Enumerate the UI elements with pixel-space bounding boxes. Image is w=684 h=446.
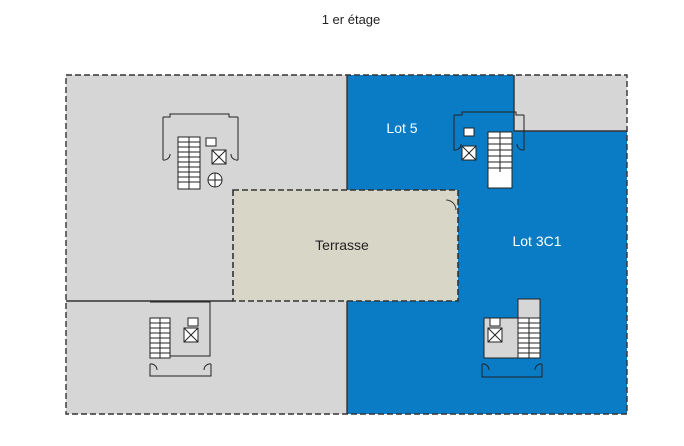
- core-sud-ouest: [150, 302, 211, 376]
- door-icon: [454, 115, 461, 150]
- toilet-icon: [188, 318, 198, 326]
- door-icon: [150, 364, 157, 370]
- walls: [65, 74, 628, 415]
- zone-label-lot-3c1: Lot 3C1: [512, 233, 561, 249]
- zone-label-lot-5: Lot 5: [386, 120, 417, 136]
- door-icon: [482, 364, 489, 370]
- core-nw-outline: [163, 114, 238, 117]
- door-icon: [535, 364, 542, 370]
- door-icon: [204, 364, 211, 370]
- floor-title: 1 er étage: [322, 12, 381, 27]
- core-se-base: [482, 364, 542, 377]
- door-icon: [231, 117, 238, 160]
- zones: [66, 75, 627, 414]
- terrasse-door-icon[interactable]: [445, 199, 457, 211]
- zone-lot-3c1[interactable]: [347, 131, 627, 414]
- core-sud-est: [482, 299, 542, 377]
- terrasse-outline: [232, 189, 459, 302]
- toilet-icon: [464, 128, 474, 136]
- core-nord-ouest: [163, 114, 238, 189]
- door-icon: [517, 115, 524, 150]
- door-icon: [163, 117, 170, 160]
- zone-common-corner: [514, 75, 627, 131]
- zone-terrasse[interactable]: [233, 190, 458, 301]
- toilet-icon: [490, 318, 500, 326]
- core-ne-outline: [454, 112, 524, 115]
- core-sw-base: [150, 364, 211, 376]
- zone-lot-5[interactable]: [347, 75, 514, 190]
- zone-label-terrasse: Terrasse: [315, 237, 369, 253]
- core-nord-est: [454, 112, 524, 188]
- toilet-icon: [206, 138, 216, 146]
